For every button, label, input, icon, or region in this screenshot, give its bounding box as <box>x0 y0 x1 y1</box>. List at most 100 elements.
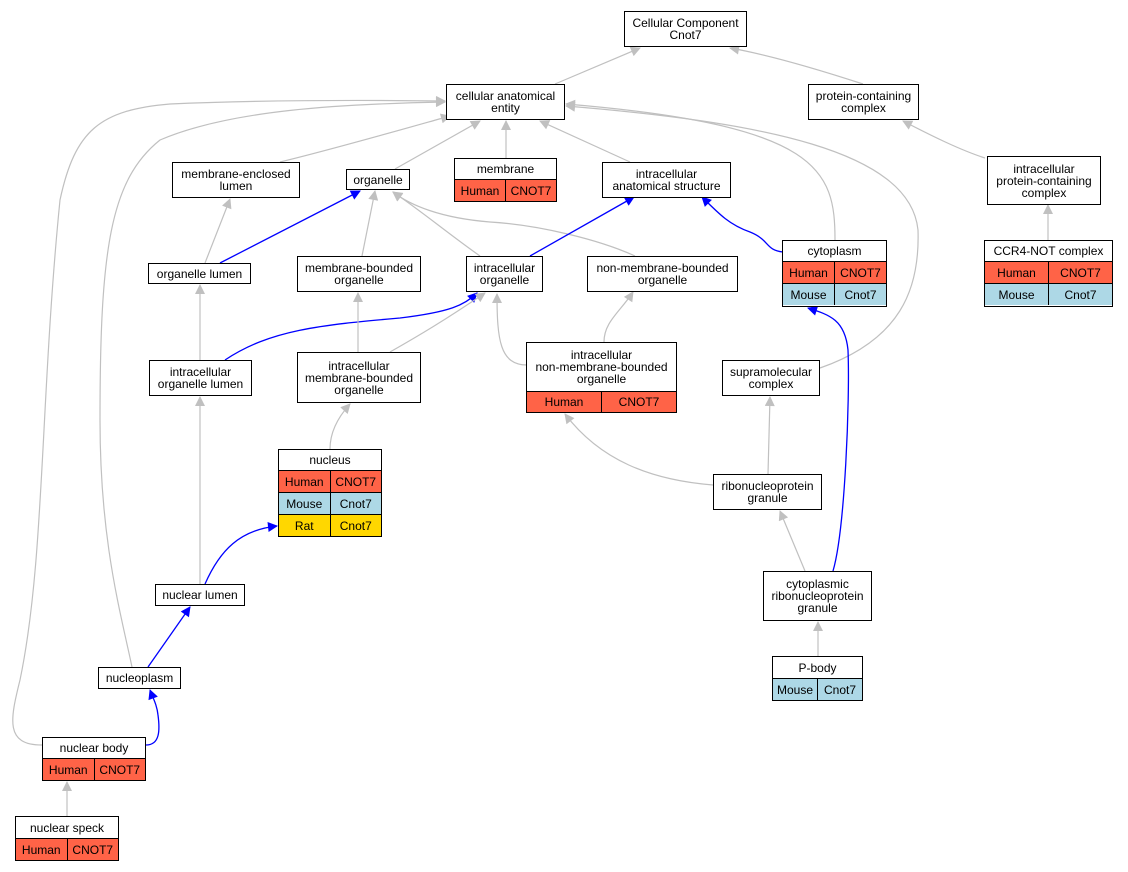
edge-cae-to-root <box>554 46 641 85</box>
node-olumen[interactable]: organelle lumen <box>148 263 251 284</box>
species-label: Human <box>284 474 324 489</box>
node-mbo[interactable]: membrane-bounded organelle <box>297 256 421 292</box>
species-label: Human <box>460 183 500 198</box>
edge-olumen-to-mel <box>204 198 232 264</box>
node-root[interactable]: Cellular Component Cnot7 <box>624 11 747 47</box>
edge-olumen-to-organelle <box>219 190 361 264</box>
node-title: CCR4-NOT complex <box>993 244 1104 258</box>
species-row-mouse: Mouse Cnot7 <box>783 283 886 305</box>
node-organelle[interactable]: organelle <box>346 169 410 190</box>
node-crnpg[interactable]: cytoplasmic ribonucleoprotein granule <box>763 571 872 621</box>
node-title: protein-containing complex <box>815 89 912 115</box>
node-title: nucleus <box>309 453 351 467</box>
edge-nmbo-to-organelle <box>392 191 636 257</box>
species-label: Human <box>997 265 1036 280</box>
node-title: membrane <box>476 162 535 176</box>
node-title: intracellular anatomical structure <box>612 167 721 193</box>
node-title: nuclear speck <box>29 820 105 835</box>
edge-nucleoplasm-to-nlumen <box>147 606 191 668</box>
species-row-human: Human CNOT7 <box>985 261 1112 283</box>
node-mel[interactable]: membrane-enclosed lumen <box>172 162 300 198</box>
species-label: Mouse <box>286 496 323 511</box>
node-ipcc[interactable]: intracellular protein-containing complex <box>987 156 1101 205</box>
edge-inmbo-to-nmbo <box>603 291 634 343</box>
edge-rnpg-to-smc <box>764 396 775 475</box>
species-row-human: Human CNOT7 <box>43 758 145 780</box>
edge-nucleus-to-imbo <box>329 403 351 450</box>
edge-cytoplasm-to-ias <box>701 196 784 253</box>
gene-label: CNOT7 <box>93 759 146 780</box>
edge-ias-to-cae <box>539 120 631 163</box>
node-nucleoplasm[interactable]: nucleoplasm <box>98 667 181 689</box>
node-title: supramolecular complex <box>729 365 813 391</box>
edge-ipcc-to-pcc <box>902 120 986 159</box>
node-title: P-body <box>798 660 837 675</box>
edge-mel-to-cae <box>279 113 451 163</box>
node-smc[interactable]: supramolecular complex <box>722 360 820 396</box>
species-label: Human <box>48 762 88 777</box>
species-label: Human <box>544 395 584 409</box>
node-title: organelle lumen <box>156 266 243 281</box>
edge-cytoplasm-to-cae <box>565 99 836 241</box>
species-row-mouse: Mouse Cnot7 <box>279 492 381 514</box>
species-row-human: Human CNOT7 <box>279 470 381 492</box>
edge-organelle-to-cae <box>394 120 481 170</box>
node-ias[interactable]: intracellular anatomical structure <box>602 162 731 198</box>
node-imbo[interactable]: intracellular membrane-bounded organelle <box>297 352 421 403</box>
species-label: Human <box>21 842 61 857</box>
gene-label: Cnot7 <box>329 493 382 514</box>
gene-label: CNOT7 <box>329 471 382 492</box>
node-pcc[interactable]: protein-containing complex <box>808 84 919 120</box>
node-inmbo[interactable]: intracellular non-membrane-bounded organ… <box>526 342 677 413</box>
edge-nbody-to-nucleoplasm <box>145 689 160 746</box>
node-title: cytoplasmic ribonucleoprotein granule <box>771 577 864 615</box>
gene-label: CNOT7 <box>834 262 886 283</box>
species-row-human: Human CNOT7 <box>16 838 118 860</box>
node-cae[interactable]: cellular anatomical entity <box>446 84 565 120</box>
node-title: intracellular membrane-bounded organelle <box>304 358 414 397</box>
node-title: intracellular protein-containing complex <box>996 161 1092 200</box>
edge-crnpg-to-cytoplasm <box>807 305 850 572</box>
node-rnpg[interactable]: ribonucleoprotein granule <box>713 474 822 510</box>
node-title: intracellular organelle lumen <box>157 365 244 391</box>
node-io[interactable]: intracellular organelle <box>466 256 543 292</box>
node-nmbo[interactable]: non-membrane-bounded organelle <box>587 256 738 292</box>
node-title: ribonucleoprotein granule <box>721 479 814 505</box>
species-label: Rat <box>294 518 314 533</box>
species-label: Mouse <box>790 287 827 302</box>
gene-label: Cnot7 <box>817 679 862 700</box>
edge-io-to-ias <box>529 196 635 257</box>
edge-rnpg-to-inmbo <box>564 413 714 486</box>
edge-nlumen-to-nucleus <box>204 522 278 585</box>
edge-nucleoplasm-to-cae <box>99 97 446 668</box>
edge-nbody-to-cae <box>12 95 446 746</box>
node-title: nucleoplasm <box>105 671 174 685</box>
node-title: Cellular Component Cnot7 <box>632 16 739 42</box>
node-title: nuclear lumen <box>162 588 238 602</box>
node-iol[interactable]: intracellular organelle lumen <box>149 360 252 396</box>
edge-iol-to-io <box>224 292 478 361</box>
gene-label: CNOT7 <box>66 839 119 860</box>
gene-label: Cnot7 <box>834 284 886 305</box>
node-nlumen[interactable]: nuclear lumen <box>155 584 245 606</box>
species-label: Mouse <box>998 287 1035 302</box>
edge-pcc-to-root <box>729 44 864 85</box>
gene-label: CNOT7 <box>1048 262 1112 283</box>
node-title: non-membrane-bounded organelle <box>596 261 729 287</box>
node-title: membrane-bounded organelle <box>304 261 414 287</box>
node-title: cellular anatomical entity <box>455 89 556 115</box>
